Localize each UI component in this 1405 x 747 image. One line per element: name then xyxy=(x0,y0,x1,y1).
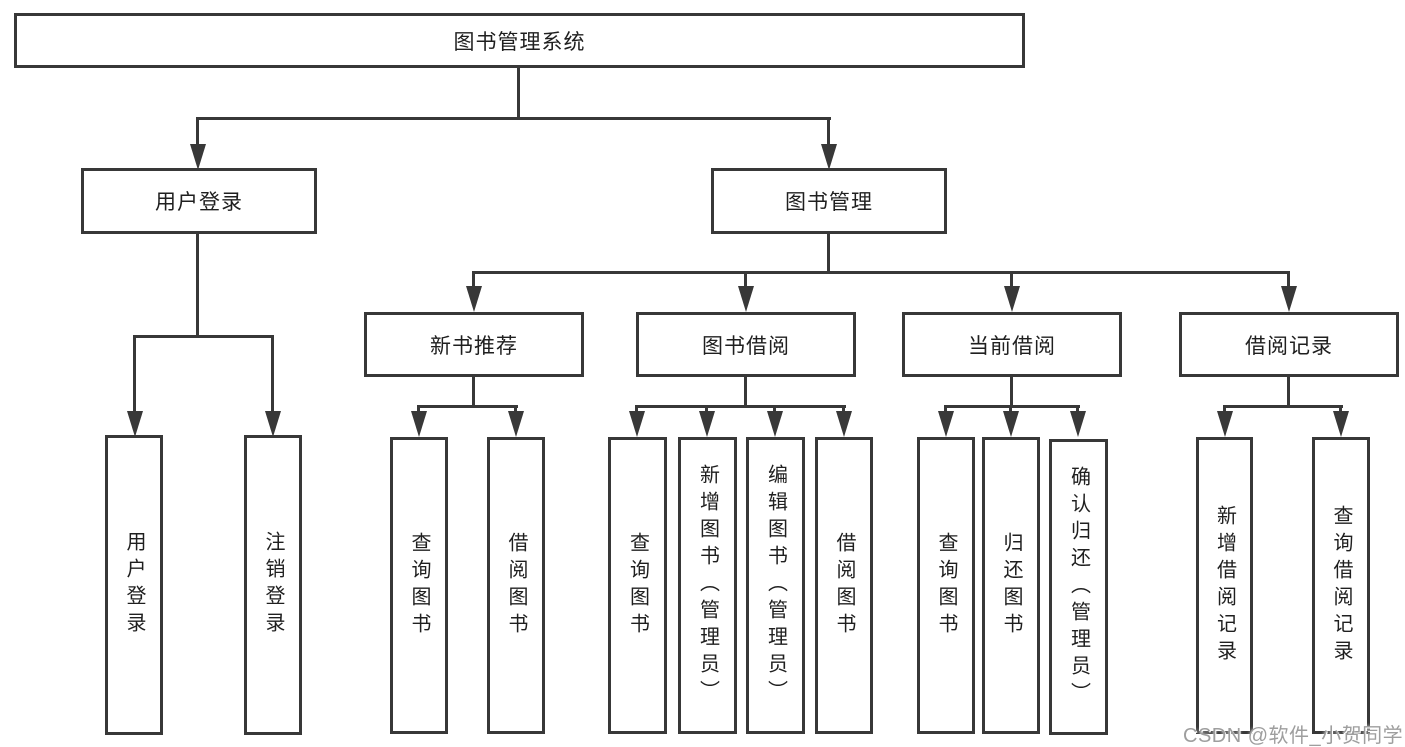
node-label: 查询图书 xyxy=(935,531,957,640)
node-label: 归还图书 xyxy=(1000,531,1022,640)
connector-branch xyxy=(417,405,518,408)
connector-stem xyxy=(1009,405,1012,413)
node-label: 用户登录 xyxy=(123,531,145,639)
leaf-edit-book-admin: 编辑图书（管理员） xyxy=(746,437,805,734)
node-label: 新书推荐 xyxy=(430,334,518,358)
node-label: 图书管理系统 xyxy=(453,30,586,54)
arrow-down-icon xyxy=(411,411,427,437)
leaf-add-borrow-record: 新增借阅记录 xyxy=(1196,437,1253,734)
leaf-borrow-books: 借阅图书 xyxy=(815,437,873,734)
connector-branch xyxy=(635,405,846,408)
arrow-down-icon xyxy=(629,411,645,437)
arrow-down-icon xyxy=(1003,411,1019,437)
connector-stem xyxy=(773,405,776,413)
arrow-down-icon xyxy=(1070,411,1086,437)
arrow-down-icon xyxy=(1217,411,1233,437)
arrow-down-icon xyxy=(1281,286,1297,312)
csdn-watermark: CSDN @软件_小贺同学 xyxy=(1183,725,1404,747)
connector-stem-book-mgmt xyxy=(827,117,830,145)
arrow-down-icon xyxy=(1333,411,1349,437)
leaf-query-borrow-record: 查询借阅记录 xyxy=(1312,437,1370,734)
arrow-down-icon xyxy=(767,411,783,437)
connector-book-mgmt-stub xyxy=(827,234,830,273)
node-label: 查询借阅记录 xyxy=(1330,504,1352,667)
connector-stem xyxy=(472,271,475,288)
arrow-down-icon xyxy=(508,411,524,437)
connector-stem xyxy=(1287,271,1290,288)
node-current-borrowing: 当前借阅 xyxy=(902,312,1122,377)
leaf-borrow-books-recommend: 借阅图书 xyxy=(487,437,545,734)
node-user-login: 用户登录 xyxy=(81,168,317,234)
connector-stem xyxy=(1010,271,1013,288)
arrow-down-icon xyxy=(466,286,482,312)
arrow-down-icon xyxy=(738,286,754,312)
leaf-confirm-return-admin: 确认归还（管理员） xyxy=(1049,439,1108,735)
node-label: 确认归还（管理员） xyxy=(1067,465,1090,709)
connector-stem xyxy=(944,405,947,413)
node-label: 当前借阅 xyxy=(968,334,1056,358)
connector-branch xyxy=(944,405,1080,408)
connector-stem-leaf xyxy=(271,335,274,413)
connector-stub xyxy=(1287,377,1290,408)
node-label: 查询图书 xyxy=(626,531,649,640)
node-label: 图书借阅 xyxy=(702,334,790,358)
connector-level3-branch xyxy=(472,271,1290,274)
leaf-query-books-borrow: 查询图书 xyxy=(608,437,667,734)
arrow-down-icon xyxy=(127,411,143,437)
arrow-down-icon xyxy=(190,144,206,170)
node-label: 借阅图书 xyxy=(833,531,855,640)
node-label: 编辑图书（管理员） xyxy=(764,464,787,707)
connector-stub xyxy=(744,377,747,408)
node-label: 新增图书（管理员） xyxy=(696,464,719,707)
leaf-user-login: 用户登录 xyxy=(105,435,163,735)
arrow-down-icon xyxy=(699,411,715,437)
arrow-down-icon xyxy=(265,411,281,437)
connector-stem xyxy=(705,405,708,413)
connector-branch xyxy=(1223,405,1343,408)
connector-stem-leaf xyxy=(133,335,136,413)
arrow-down-icon xyxy=(1004,286,1020,312)
node-new-book-recommend: 新书推荐 xyxy=(364,312,584,377)
connector-stem xyxy=(1076,405,1079,413)
connector-stub xyxy=(472,377,475,408)
node-book-management: 图书管理 xyxy=(711,168,947,234)
connector-stem xyxy=(1223,405,1226,413)
node-label: 新增借阅记录 xyxy=(1213,504,1236,667)
leaf-return-book: 归还图书 xyxy=(982,437,1040,734)
leaf-query-books-recommend: 查询图书 xyxy=(390,437,448,734)
node-label: 借阅图书 xyxy=(505,531,527,640)
leaf-query-books-current: 查询图书 xyxy=(917,437,975,734)
node-label: 注销登录 xyxy=(262,531,284,639)
connector-user-login-branch xyxy=(133,335,274,338)
connector-root-stub xyxy=(517,68,520,119)
arrow-down-icon xyxy=(938,411,954,437)
node-label: 查询图书 xyxy=(408,531,430,640)
leaf-logout: 注销登录 xyxy=(244,435,302,735)
connector-stem xyxy=(514,405,517,413)
node-book-borrowing: 图书借阅 xyxy=(636,312,856,377)
connector-level2-branch xyxy=(196,117,831,120)
connector-stem xyxy=(744,271,747,288)
connector-stem xyxy=(635,405,638,413)
node-label: 借阅记录 xyxy=(1245,334,1333,358)
connector-stub xyxy=(1010,377,1013,408)
node-label: 图书管理 xyxy=(785,191,873,214)
node-system-root: 图书管理系统 xyxy=(14,13,1025,68)
arrow-down-icon xyxy=(836,411,852,437)
node-borrowing-records: 借阅记录 xyxy=(1179,312,1399,377)
connector-stem xyxy=(1339,405,1342,413)
node-label: 用户登录 xyxy=(155,191,243,214)
leaf-add-book-admin: 新增图书（管理员） xyxy=(678,437,737,734)
connector-stem-user-login xyxy=(196,117,199,145)
connector-stem xyxy=(417,405,420,413)
connector-user-login-stub xyxy=(196,234,199,337)
arrow-down-icon xyxy=(821,144,837,170)
connector-stem xyxy=(842,405,845,413)
